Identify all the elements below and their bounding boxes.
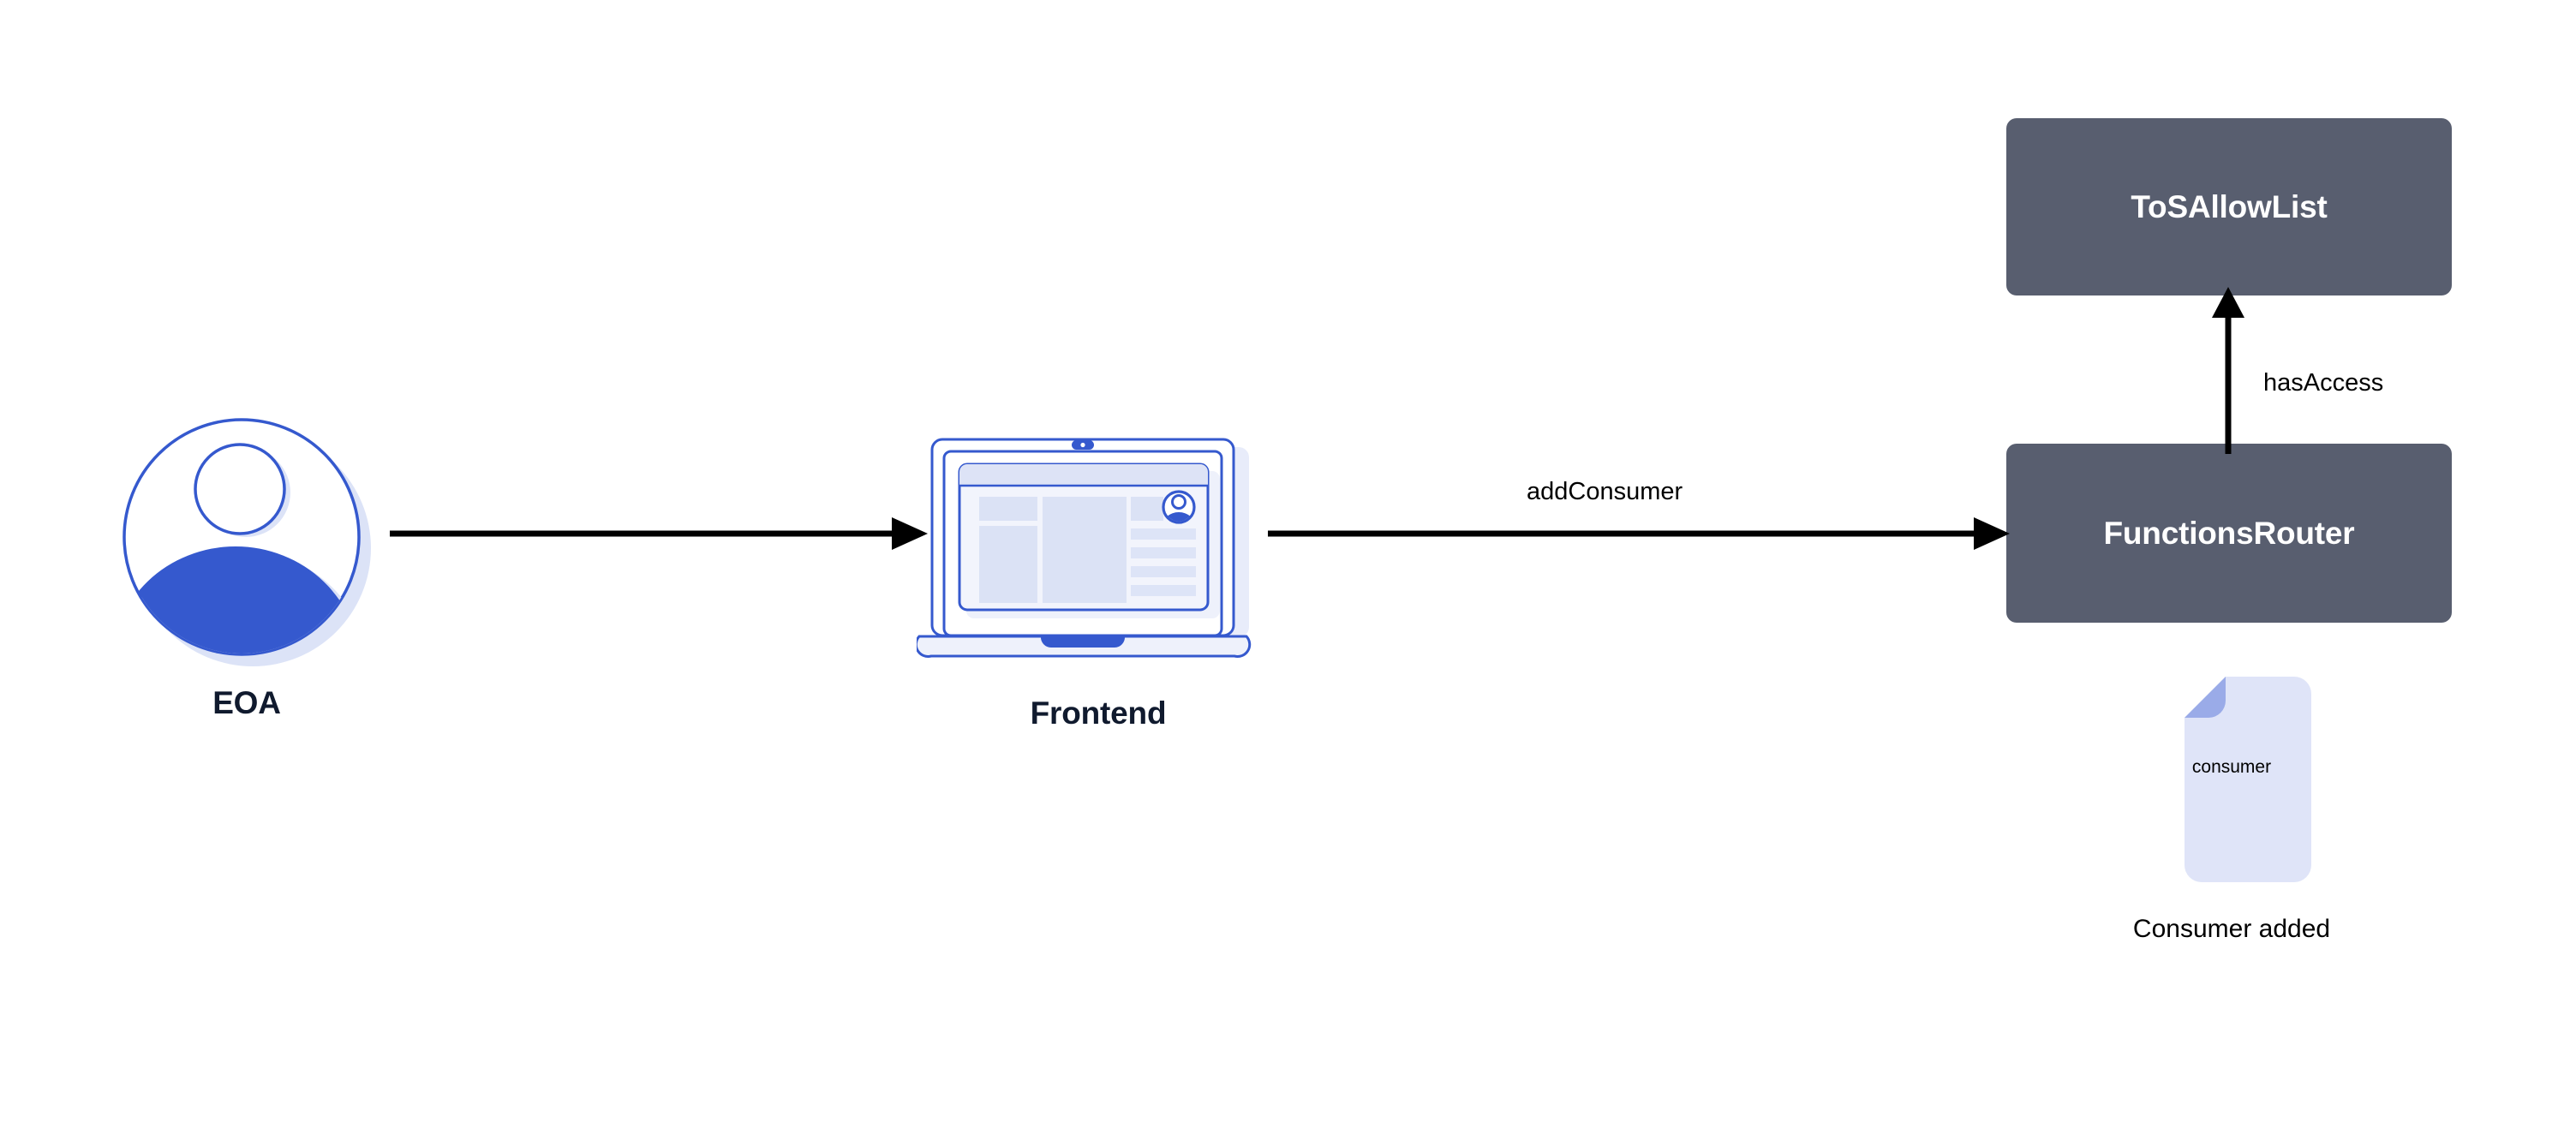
node-label-functions-router: FunctionsRouter: [2103, 516, 2355, 551]
node-functions-router[interactable]: FunctionsRouter: [2006, 444, 2452, 623]
screen-avatar-icon: [1162, 490, 1196, 524]
user-avatar-icon: [123, 418, 371, 666]
node-consumer-document[interactable]: consumer Consumer added: [2133, 677, 2330, 942]
node-label-tos-allow-list: ToSAllowList: [2131, 189, 2328, 224]
consumer-added-caption: Consumer added: [2132, 915, 2331, 943]
document-icon: [2185, 677, 2311, 882]
node-label-eoa: EOA: [212, 685, 281, 720]
arrow-functions-router-to-tos-allow-list: [2212, 287, 2244, 454]
node-frontend[interactable]: Frontend: [917, 428, 1285, 788]
laptop-icon: [917, 438, 1252, 658]
arrow-eoa-to-frontend: [390, 517, 928, 550]
edge-label-has-access: hasAccess: [2263, 369, 2384, 397]
node-eoa[interactable]: EOA: [120, 415, 386, 775]
edge-label-add-consumer: addConsumer: [1527, 478, 1683, 505]
node-label-frontend: Frontend: [1030, 695, 1167, 731]
document-file-label: consumer: [2191, 757, 2272, 777]
arrow-frontend-to-functions-router: [1268, 517, 2010, 550]
node-tos-allow-list[interactable]: ToSAllowList: [2006, 118, 2452, 295]
